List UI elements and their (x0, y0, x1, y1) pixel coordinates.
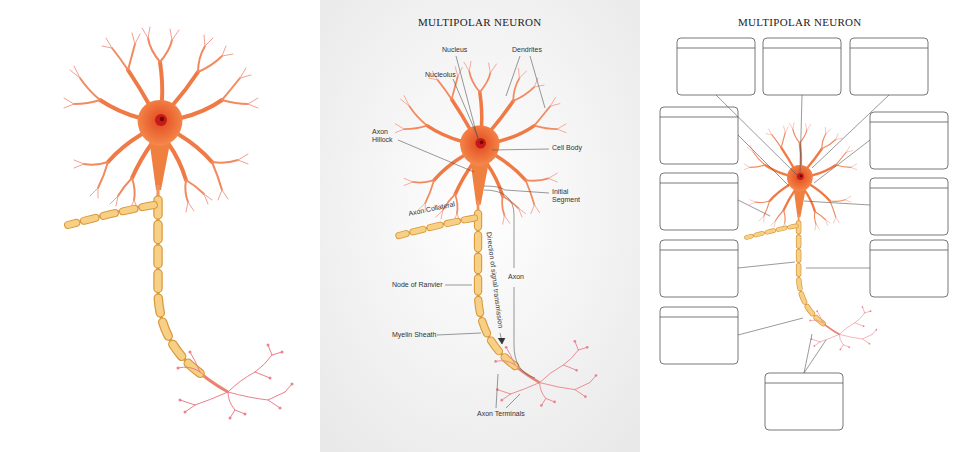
neuron-figure (744, 123, 877, 351)
part-label: Dendrites (512, 46, 542, 54)
part-label: Axon Hillock (372, 128, 402, 144)
diagram-title: MULTIPOLAR NEURON (738, 16, 862, 29)
part-label: Axon (508, 273, 524, 281)
neuron-figure (64, 27, 294, 420)
panel-ground (320, 0, 640, 452)
part-label: Myelin Sheath (392, 331, 436, 339)
part-label: Axon Collateral (408, 200, 456, 218)
blank-boxes (660, 38, 948, 430)
part-label: Cell Body (552, 144, 582, 152)
diagram-title: MULTIPOLAR NEURON (418, 16, 542, 29)
part-label: Nucleus (442, 46, 467, 54)
part-label: Node of Ranvier (392, 281, 443, 289)
part-label: Initial Segment (552, 188, 586, 204)
part-label: Direction of signal transmission (485, 231, 505, 328)
part-label: Nucleolus (425, 71, 456, 79)
blank-leader-lines (716, 95, 889, 373)
leader-lines (398, 56, 549, 408)
neuron-figure (395, 61, 597, 406)
part-label: Axon Terminals (477, 410, 525, 418)
